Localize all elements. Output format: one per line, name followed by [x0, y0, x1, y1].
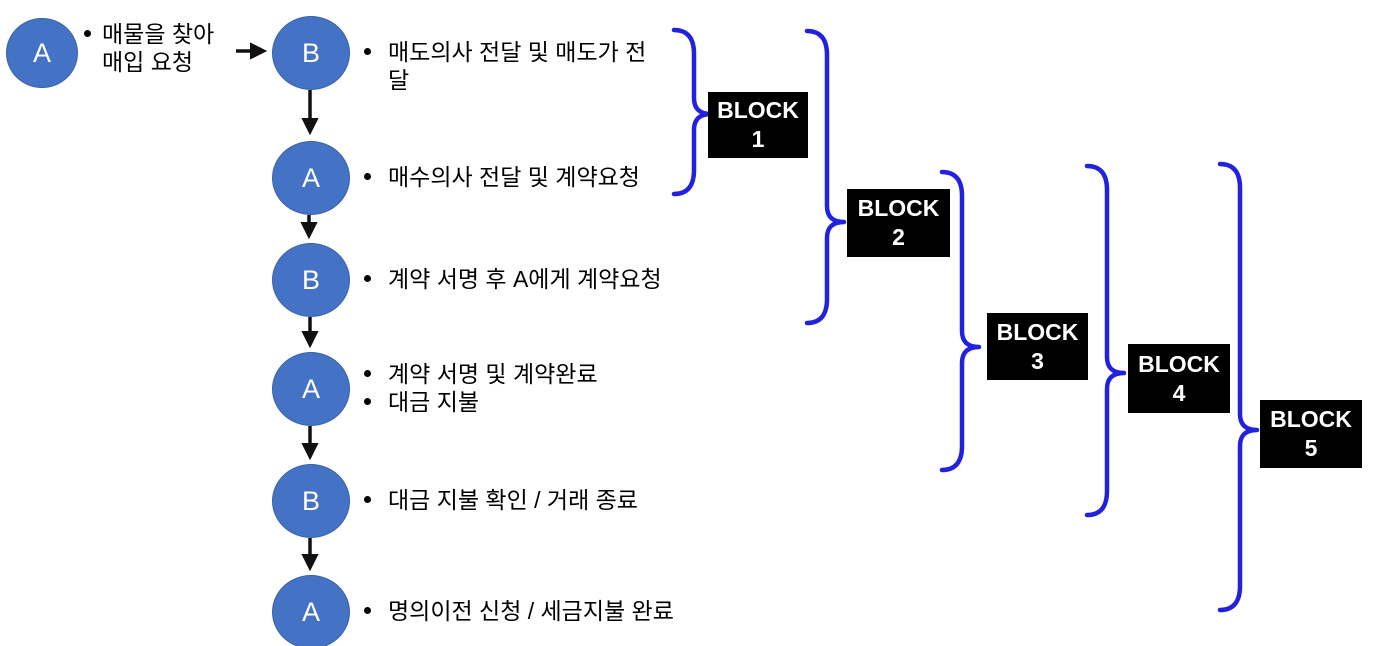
block-2-number: 2: [892, 224, 905, 250]
bullet-icon: [364, 496, 371, 503]
node-b1: B: [272, 16, 350, 90]
block-1-word: BLOCK: [717, 97, 799, 123]
block-4-label: BLOCK 4: [1128, 344, 1230, 413]
bullet-icon: [364, 275, 371, 282]
bullet-icon: [364, 48, 371, 55]
bullet-icon: [364, 370, 371, 377]
block-3-word: BLOCK: [996, 318, 1079, 345]
node-b3-label: B: [301, 264, 320, 295]
block-2-label: BLOCK 2: [847, 189, 950, 257]
bullet-icon: [364, 173, 371, 180]
block-1-number: 1: [751, 126, 765, 152]
step-5-text: 대금 지불 확인 / 거래 종료: [388, 487, 638, 513]
node-b3: B: [272, 243, 350, 317]
step-4-text-line1: 계약 서명 및 계약완료: [388, 361, 598, 387]
node-b1-label: B: [301, 37, 320, 68]
node-start-a: A: [6, 18, 78, 88]
node-a6: A: [272, 575, 350, 646]
node-a2-label: A: [301, 162, 320, 193]
block-4-number: 4: [1172, 379, 1186, 406]
bullet-icon: [364, 607, 371, 614]
bullet-icon: [364, 398, 371, 405]
step-2-text: 매수의사 전달 및 계약요청: [388, 164, 640, 190]
block-3-label: BLOCK 3: [987, 313, 1088, 380]
step-6-text: 명의이전 신청 / 세금지불 완료: [388, 598, 674, 624]
node-a2: A: [272, 141, 350, 215]
block-4-word: BLOCK: [1138, 350, 1220, 377]
node-b5-label: B: [301, 485, 320, 516]
step-1-text: 매도의사 전달 및 매도가 전달: [388, 39, 647, 93]
block-5-label: BLOCK 5: [1260, 400, 1362, 468]
node-a4-label: A: [301, 373, 320, 404]
node-a4: A: [272, 352, 350, 426]
block-3-number: 3: [1031, 347, 1044, 374]
block-5-number: 5: [1304, 435, 1318, 461]
block-1-label: BLOCK 1: [708, 92, 808, 158]
block-2-brace: [804, 28, 847, 326]
block-5-word: BLOCK: [1270, 406, 1352, 432]
bullet-icon: [84, 30, 91, 37]
node-a6-label: A: [301, 596, 320, 627]
start-step-text: 매물을 찾아 매입 요청: [102, 21, 215, 75]
block-4-brace: [1084, 163, 1127, 518]
step-4-text-line2: 대금 지불: [388, 389, 480, 415]
block-2-word: BLOCK: [857, 195, 940, 221]
step-3-text: 계약 서명 후 A에게 계약요청: [388, 266, 662, 292]
node-start-a-label: A: [32, 37, 51, 68]
node-b5: B: [272, 464, 350, 538]
